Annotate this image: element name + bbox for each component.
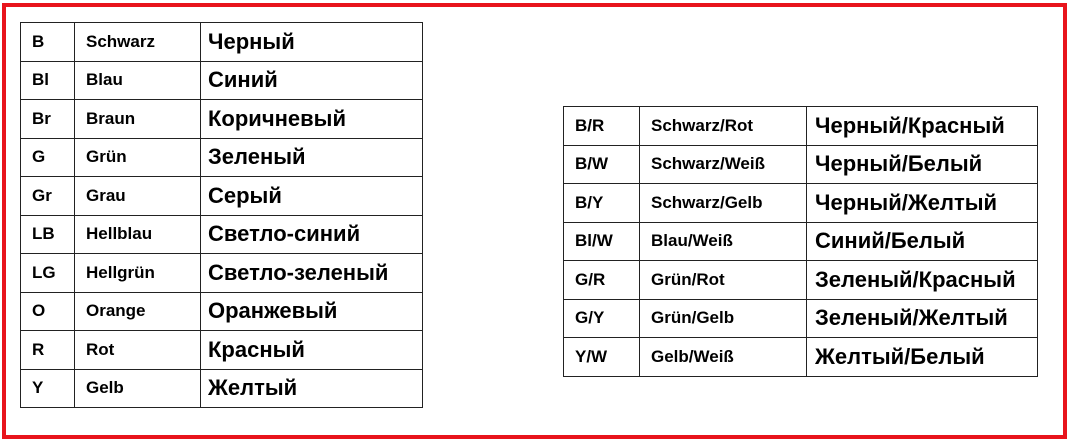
russian-name: Синий: [200, 60, 423, 100]
russian-name: Черный/Красный: [806, 106, 1038, 146]
german-name: Grau: [74, 176, 201, 216]
german-name: Gelb/Weiß: [639, 337, 807, 377]
color-code: Y: [20, 368, 75, 408]
german-name: Grün/Gelb: [639, 298, 807, 338]
german-name: Rot: [74, 330, 201, 370]
russian-name: Зеленый/Желтый: [806, 298, 1038, 338]
german-name: Gelb: [74, 368, 201, 408]
color-code: R: [20, 330, 75, 370]
russian-name: Зеленый: [200, 137, 423, 177]
german-name: Orange: [74, 291, 201, 331]
color-code: G/Y: [563, 298, 640, 338]
russian-name: Оранжевый: [200, 291, 423, 331]
german-name: Grün/Rot: [639, 260, 807, 300]
russian-name: Черный/Желтый: [806, 183, 1038, 223]
color-code: Gr: [20, 176, 75, 216]
russian-name: Коричневый: [200, 99, 423, 139]
color-code: Bl/W: [563, 221, 640, 261]
color-code: G/R: [563, 260, 640, 300]
color-code: Bl: [20, 60, 75, 100]
german-name: Hellblau: [74, 214, 201, 254]
color-code: G: [20, 137, 75, 177]
german-name: Blau/Weiß: [639, 221, 807, 261]
color-code: B/Y: [563, 183, 640, 223]
color-code: B: [20, 22, 75, 62]
russian-name: Желтый: [200, 368, 423, 408]
color-code: B/R: [563, 106, 640, 146]
russian-name: Черный/Белый: [806, 144, 1038, 184]
german-name: Hellgrün: [74, 253, 201, 293]
german-name: Grün: [74, 137, 201, 177]
color-code: LG: [20, 253, 75, 293]
german-name: Blau: [74, 60, 201, 100]
german-name: Schwarz/Weiß: [639, 144, 807, 184]
russian-name: Светло-зеленый: [200, 253, 423, 293]
russian-name: Черный: [200, 22, 423, 62]
german-name: Schwarz/Gelb: [639, 183, 807, 223]
russian-name: Желтый/Белый: [806, 337, 1038, 377]
russian-name: Зеленый/Красный: [806, 260, 1038, 300]
german-name: Schwarz: [74, 22, 201, 62]
russian-name: Серый: [200, 176, 423, 216]
color-code: Br: [20, 99, 75, 139]
german-name: Schwarz/Rot: [639, 106, 807, 146]
color-code: LB: [20, 214, 75, 254]
color-code: Y/W: [563, 337, 640, 377]
russian-name: Синий/Белый: [806, 221, 1038, 261]
german-name: Braun: [74, 99, 201, 139]
color-code: O: [20, 291, 75, 331]
russian-name: Светло-синий: [200, 214, 423, 254]
russian-name: Красный: [200, 330, 423, 370]
color-code: B/W: [563, 144, 640, 184]
